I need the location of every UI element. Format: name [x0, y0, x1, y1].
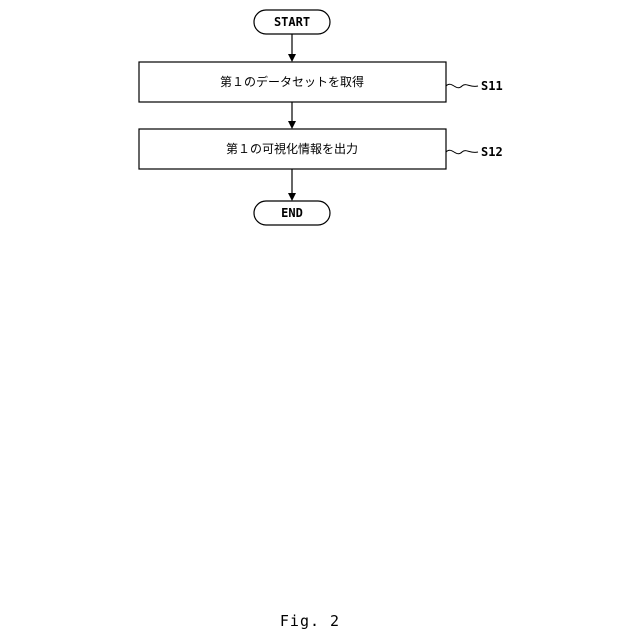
end-terminal: END — [254, 201, 330, 225]
process-box-s11: 第１のデータセットを取得 — [139, 62, 446, 102]
process-text-s11: 第１のデータセットを取得 — [220, 74, 364, 89]
step-label-s11: S11 — [481, 79, 503, 93]
figure-caption: Fig. 2 — [0, 612, 620, 630]
end-label: END — [281, 206, 303, 220]
process-text-s12: 第１の可視化情報を出力 — [226, 141, 358, 156]
leader-line-s12 — [446, 150, 478, 153]
process-box-s12: 第１の可視化情報を出力 — [139, 129, 446, 169]
leader-line-s11 — [446, 84, 478, 87]
step-label-s12: S12 — [481, 145, 503, 159]
start-terminal: START — [254, 10, 330, 34]
start-label: START — [274, 15, 310, 29]
